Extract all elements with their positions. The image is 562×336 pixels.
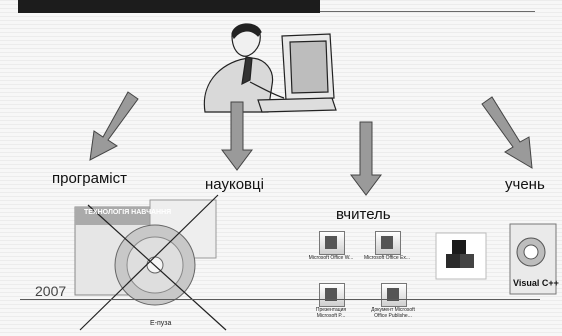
footer-rule <box>20 299 540 300</box>
label-teacher: вчитель <box>336 206 391 223</box>
arrow-down-icon <box>221 101 253 171</box>
word-file-icon[interactable] <box>319 231 345 255</box>
powerpoint-file-label: Презентация Microsoft P... <box>315 307 347 319</box>
powerpoint-file-icon[interactable] <box>319 283 345 307</box>
year-label: 2007 <box>35 283 67 299</box>
label-programmer: програміст <box>52 170 127 187</box>
cubes-icon <box>435 232 487 280</box>
book-caption: Е-пуза <box>150 320 172 327</box>
arrow-down-icon <box>89 91 139 161</box>
product-label: Visual C++ <box>513 278 559 288</box>
word-file-label: Microsoft Office W... <box>308 255 354 261</box>
label-student: учень <box>505 176 545 193</box>
publisher-file-icon[interactable] <box>381 283 407 307</box>
person-at-computer-icon <box>203 23 337 113</box>
arrow-down-icon <box>350 121 382 196</box>
top-rule <box>320 11 535 12</box>
book-cover-image <box>74 194 227 331</box>
book-title: ТЕХНОЛОГІЯ НАВЧАННЯ <box>84 209 172 216</box>
excel-file-label: Microsoft Office Ex... <box>363 255 411 261</box>
top-bar <box>18 0 320 13</box>
arrow-down-icon <box>481 96 533 169</box>
product-box-image <box>509 223 557 295</box>
excel-file-icon[interactable] <box>375 231 401 255</box>
label-scientists: науковці <box>205 176 264 193</box>
publisher-file-label: Документ Microsoft Office Publishe... <box>371 307 415 319</box>
